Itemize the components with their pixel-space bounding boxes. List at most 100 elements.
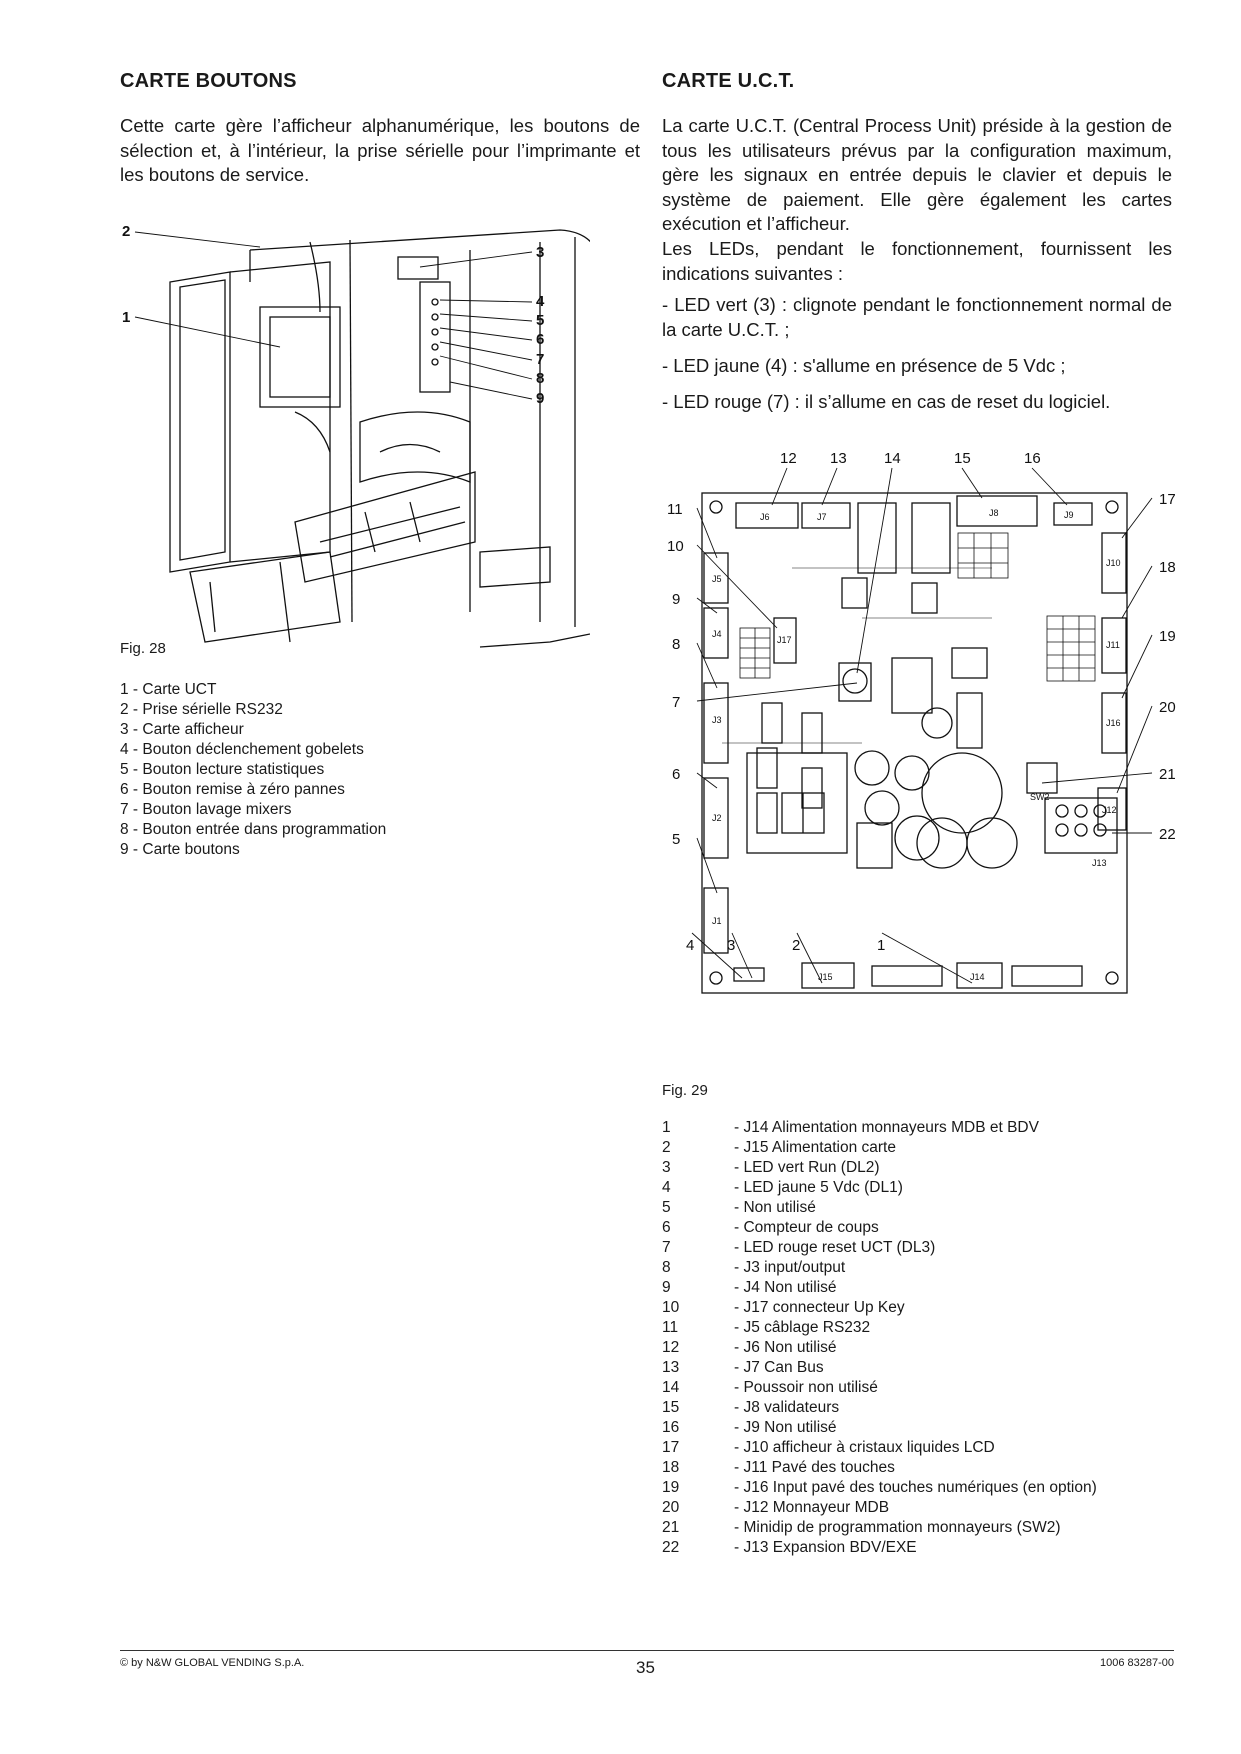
legend-item: 4 - Bouton déclenchement gobelets bbox=[120, 741, 364, 758]
legend-item: 17 - J10 afficheur à cristaux liquides LC… bbox=[662, 1438, 1097, 1458]
right-bullet-2: - LED jaune (4) : s'allume en présence d… bbox=[662, 355, 1066, 376]
legend-item: 1 - Carte UCT bbox=[120, 681, 217, 698]
conn-label-j3: J3 bbox=[712, 715, 722, 725]
board-callout-14: 14 bbox=[884, 450, 901, 467]
conn-label-j13: J13 bbox=[1092, 858, 1107, 868]
legend-text: - J7 Can Bus bbox=[734, 1359, 824, 1376]
legend-text: - J17 connecteur Up Key bbox=[734, 1299, 905, 1316]
legend-item: 22 - J13 Expansion BDV/EXE bbox=[662, 1538, 1097, 1558]
legend-num: 13 bbox=[662, 1359, 680, 1376]
conn-label-j1: J1 bbox=[712, 916, 722, 926]
board-callout-6: 6 bbox=[672, 766, 680, 783]
conn-label-j14: J14 bbox=[970, 972, 985, 982]
legend-text: - J10 afficheur à cristaux liquides LCD bbox=[734, 1439, 995, 1456]
fig28-illustration: 2 1 3 4 5 6 7 8 9 bbox=[122, 223, 590, 648]
conn-label-j16: J16 bbox=[1106, 718, 1121, 728]
legend-item: 5- Non utilisé bbox=[662, 1198, 1097, 1218]
conn-label-j8: J8 bbox=[989, 508, 999, 518]
legend-text: - J16 Input pavé des touches numériques … bbox=[734, 1479, 1097, 1496]
legend-text: - J8 validateurs bbox=[734, 1399, 840, 1416]
legend-num: 20 bbox=[662, 1499, 680, 1516]
legend-text: - J13 Expansion BDV/EXE bbox=[734, 1539, 917, 1556]
fig29-legend: 1- J14 Alimentation monnayeurs MDB et BD… bbox=[662, 1118, 1097, 1558]
fig28-callout-1: 1 bbox=[122, 309, 130, 326]
conn-label-j15: J15 bbox=[818, 972, 833, 982]
legend-text: - J11 Pavé des touches bbox=[734, 1459, 895, 1476]
page-number: 35 bbox=[636, 1658, 655, 1677]
legend-num: 3 bbox=[662, 1159, 671, 1176]
conn-label-j12: J12 bbox=[1102, 805, 1117, 815]
legend-item: 2 - Prise sérielle RS232 bbox=[120, 701, 283, 718]
fig29-board-diagram: J6 J7 J8 J9 J5 J4 J17 J3 J2 J1 J15 J14 J… bbox=[667, 450, 1176, 994]
right-heading: CARTE U.C.T. bbox=[662, 70, 795, 92]
legend-text: - Compteur de coups bbox=[734, 1219, 879, 1236]
legend-num: 4 bbox=[662, 1179, 671, 1196]
legend-item: 7 - Bouton lavage mixers bbox=[120, 801, 292, 818]
legend-item: 12 - J6 Non utilisé bbox=[662, 1338, 1097, 1358]
legend-item: 3 - Carte afficheur bbox=[120, 721, 244, 738]
legend-num: 5 bbox=[662, 1199, 671, 1216]
legend-num: 21 bbox=[662, 1519, 680, 1536]
legend-num: 10 bbox=[662, 1299, 680, 1316]
legend-item: 8 - Bouton entrée dans programmation bbox=[120, 821, 387, 838]
legend-item: 2- J15 Alimentation carte bbox=[662, 1138, 1097, 1158]
board-callout-7: 7 bbox=[672, 694, 680, 711]
legend-item: 11- J5 câblage RS232 bbox=[662, 1318, 1097, 1338]
legend-num: 8 bbox=[662, 1259, 671, 1276]
legend-item: 4- LED jaune 5 Vdc (DL1) bbox=[662, 1178, 1097, 1198]
legend-item: 8 - J3 input/output bbox=[662, 1258, 1097, 1278]
conn-label-j2: J2 bbox=[712, 813, 722, 823]
legend-text: - LED rouge reset UCT (DL3) bbox=[734, 1239, 936, 1256]
legend-num: 17 bbox=[662, 1439, 680, 1456]
board-callout-13: 13 bbox=[830, 450, 847, 467]
legend-num: 14 bbox=[662, 1379, 680, 1396]
board-callout-18: 18 bbox=[1159, 559, 1176, 576]
left-heading: CARTE BOUTONS bbox=[120, 70, 297, 92]
legend-text: - J4 Non utilisé bbox=[734, 1279, 837, 1296]
conn-label-j5: J5 bbox=[712, 574, 722, 584]
legend-num: 6 bbox=[662, 1219, 671, 1236]
right-bullet-3: - LED rouge (7) : il s’allume en cas de … bbox=[662, 391, 1111, 412]
legend-text: - LED vert Run (DL2) bbox=[734, 1159, 880, 1176]
legend-item: 18- J11 Pavé des touches bbox=[662, 1458, 1097, 1478]
board-callout-17: 17 bbox=[1159, 491, 1176, 508]
legend-item: 20 - J12 Monnayeur MDB bbox=[662, 1498, 1097, 1518]
legend-item: 5 - Bouton lecture statistiques bbox=[120, 761, 325, 778]
legend-item: 7- LED rouge reset UCT (DL3) bbox=[662, 1238, 1097, 1258]
legend-item: 9- J4 Non utilisé bbox=[662, 1278, 1097, 1298]
fig28-caption: Fig. 28 bbox=[120, 640, 166, 657]
legend-text: - J14 Alimentation monnayeurs MDB et BDV bbox=[734, 1119, 1039, 1136]
fig28-callout-5: 5 bbox=[536, 312, 544, 329]
legend-text: - J9 Non utilisé bbox=[734, 1419, 837, 1436]
footer-doc-code: 1006 83287-00 bbox=[1099, 1657, 1174, 1669]
board-callout-21: 21 bbox=[1159, 766, 1176, 783]
legend-item: 19- J16 Input pavé des touches numérique… bbox=[662, 1478, 1097, 1498]
legend-text: - J12 Monnayeur MDB bbox=[734, 1499, 890, 1516]
legend-num: 12 bbox=[662, 1339, 680, 1356]
fig28-callout-6: 6 bbox=[536, 331, 544, 348]
board-callout-2: 2 bbox=[792, 937, 800, 954]
conn-label-j11: J11 bbox=[1106, 640, 1120, 650]
fig28-callout-4: 4 bbox=[536, 293, 545, 310]
conn-label-j6: J6 bbox=[760, 512, 770, 522]
legend-item: 3 - LED vert Run (DL2) bbox=[662, 1158, 1097, 1178]
legend-item: 15 - J8 validateurs bbox=[662, 1398, 1097, 1418]
footer-rule bbox=[120, 1650, 1174, 1651]
board-callout-22: 22 bbox=[1159, 826, 1176, 843]
right-paragraph-2: Les LEDs, pendant le fonctionnement, fou… bbox=[662, 238, 1172, 284]
legend-num: 22 bbox=[662, 1539, 680, 1556]
footer-copyright: © by N&W GLOBAL VENDING S.p.A. bbox=[120, 1657, 305, 1669]
legend-item: 16 - J9 Non utilisé bbox=[662, 1418, 1097, 1438]
legend-text: - J6 Non utilisé bbox=[734, 1339, 837, 1356]
legend-num: 15 bbox=[662, 1399, 680, 1416]
right-bullet-1: - LED vert (3) : clignote pendant le fon… bbox=[662, 294, 1172, 340]
board-callout-1: 1 bbox=[877, 937, 885, 954]
board-callout-3: 3 bbox=[727, 937, 735, 954]
board-callout-20: 20 bbox=[1159, 699, 1176, 716]
legend-item: 14- Poussoir non utilisé bbox=[662, 1378, 1097, 1398]
board-callout-19: 19 bbox=[1159, 628, 1176, 645]
legend-item: 6 - Bouton remise à zéro pannes bbox=[120, 781, 345, 798]
legend-num: 16 bbox=[662, 1419, 680, 1436]
legend-num: 2 bbox=[662, 1139, 671, 1156]
legend-text: - J3 input/output bbox=[734, 1259, 846, 1276]
